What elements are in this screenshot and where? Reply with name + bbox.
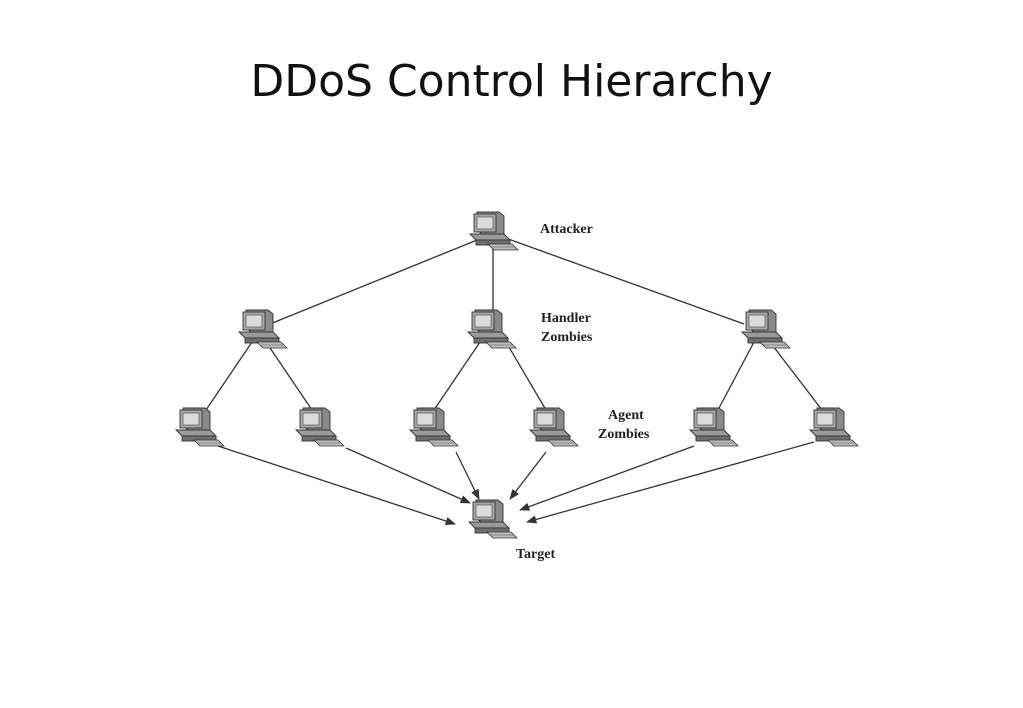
attacker-computer-icon: [469, 211, 519, 251]
target-label: Target: [516, 547, 555, 562]
handler-3-computer-icon: [741, 309, 791, 349]
agent-1-computer-icon: [175, 407, 225, 447]
handler-label-line1: Handler: [541, 311, 591, 326]
agent-6-computer-icon: [809, 407, 859, 447]
attack-arrow-agent-2: [345, 447, 471, 504]
agent-5-computer-icon: [689, 407, 739, 447]
handler-label-line2: Zombies: [541, 330, 593, 345]
link-handler-3-agent-5: [717, 341, 755, 411]
link-handler-2-agent-4: [505, 341, 547, 411]
link-attacker-handler-1: [269, 235, 488, 325]
agent-label-line1: Agent: [608, 408, 644, 423]
agent-2-computer-icon: [295, 407, 345, 447]
link-attacker-handler-3: [499, 235, 745, 325]
attack-arrow-agent-1: [217, 445, 456, 526]
handler-1-computer-icon: [238, 309, 288, 349]
agent-4-computer-icon: [529, 407, 579, 447]
link-handler-2-agent-3: [433, 341, 481, 411]
agent-3-computer-icon: [409, 407, 459, 447]
link-handler-1-agent-1: [205, 341, 253, 411]
attack-arrow-agent-3: [455, 451, 480, 500]
link-handler-1-agent-2: [265, 341, 313, 411]
attacker-label: Attacker: [540, 222, 593, 237]
link-handler-3-agent-6: [769, 341, 823, 411]
agent-label-line2: Zombies: [598, 427, 650, 442]
attack-arrow-agent-6: [525, 441, 815, 524]
slide-title: DDoS Control Hierarchy: [250, 56, 773, 107]
handler-2-computer-icon: [467, 309, 517, 349]
attack-arrow-agent-5: [519, 445, 695, 511]
attack-arrow-agent-4: [509, 451, 547, 500]
target-computer-icon: [468, 499, 518, 539]
